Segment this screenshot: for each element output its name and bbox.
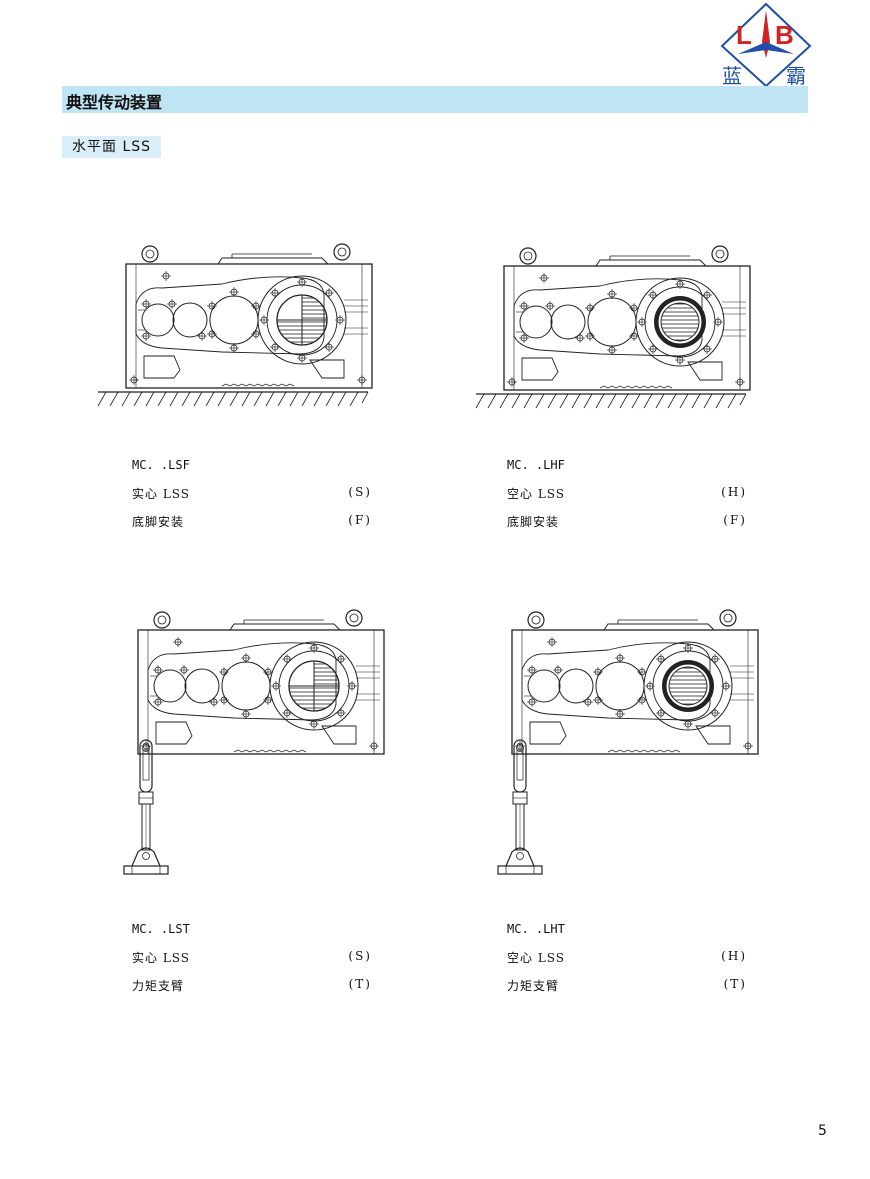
section-label: 水平面 LSS bbox=[62, 136, 162, 158]
drawing-solid-torque-arm bbox=[123, 606, 390, 875]
mount-type-suffix: (T) bbox=[348, 977, 372, 991]
model-code: MC. .LSF bbox=[132, 458, 190, 472]
drawing-solid-foot bbox=[97, 240, 384, 407]
mount-type-suffix: (F) bbox=[348, 513, 372, 527]
mount-type-label: 底脚安装 bbox=[507, 515, 560, 529]
shaft-type-suffix: (H) bbox=[721, 949, 747, 963]
drawing-hollow-torque-arm bbox=[497, 606, 764, 875]
model-code: MC. .LHT bbox=[507, 922, 565, 936]
page-number: 5 bbox=[818, 1123, 827, 1139]
page-title: 典型传动装置 bbox=[66, 93, 163, 112]
shaft-type-label: 实心 LSS bbox=[132, 951, 191, 965]
shaft-type-suffix: (H) bbox=[721, 485, 747, 499]
mount-type-label: 力矩支臂 bbox=[132, 979, 185, 993]
header-bar: 典型传动装置 bbox=[62, 86, 808, 113]
shaft-type-label: 空心 LSS bbox=[507, 487, 566, 501]
logo-letter-l: L bbox=[736, 20, 752, 50]
shaft-type-suffix: (S) bbox=[348, 485, 372, 499]
logo-letter-b: B bbox=[775, 20, 794, 50]
lanba-logo: L B 蓝 霸 bbox=[720, 2, 812, 86]
shaft-type-suffix: (S) bbox=[348, 949, 372, 963]
mount-type-label: 力矩支臂 bbox=[507, 979, 560, 993]
shaft-type-label: 空心 LSS bbox=[507, 951, 566, 965]
model-code: MC. .LST bbox=[132, 922, 190, 936]
logo-text-left: 蓝 bbox=[722, 64, 742, 86]
logo-text-right: 霸 bbox=[786, 64, 806, 86]
shaft-type-label: 实心 LSS bbox=[132, 487, 191, 501]
mount-type-label: 底脚安装 bbox=[132, 515, 185, 529]
mount-type-suffix: (F) bbox=[723, 513, 747, 527]
model-code: MC. .LHF bbox=[507, 458, 565, 472]
mount-type-suffix: (T) bbox=[723, 977, 747, 991]
drawing-hollow-foot bbox=[475, 242, 772, 409]
